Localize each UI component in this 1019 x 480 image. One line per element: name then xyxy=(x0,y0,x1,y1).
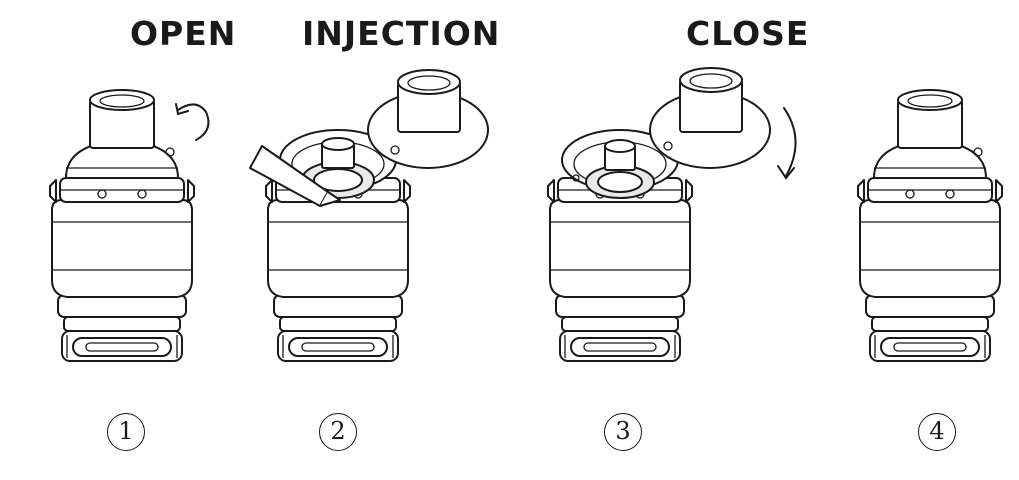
atomizer-unit-3 xyxy=(547,129,693,362)
step-title-injection: INJECTION xyxy=(302,14,501,53)
atomizer-unit-4 xyxy=(857,89,1003,362)
rotate-clockwise-arrow-icon xyxy=(777,107,797,180)
atomizer-cap-open-2 xyxy=(367,69,489,169)
rotate-counterclockwise-arrow-icon xyxy=(175,103,210,141)
refill-bottle-nozzle-icon xyxy=(249,145,341,207)
step-number-4: 4 xyxy=(918,413,956,451)
step-number-3: 3 xyxy=(604,413,642,451)
step-title-close: CLOSE xyxy=(686,14,810,53)
step-number-2: 2 xyxy=(319,413,357,451)
step-title-open: OPEN xyxy=(130,14,237,53)
atomizer-cap-open-3 xyxy=(649,67,771,169)
atomizer-unit-1 xyxy=(49,89,195,362)
step-number-1: 1 xyxy=(107,413,145,451)
